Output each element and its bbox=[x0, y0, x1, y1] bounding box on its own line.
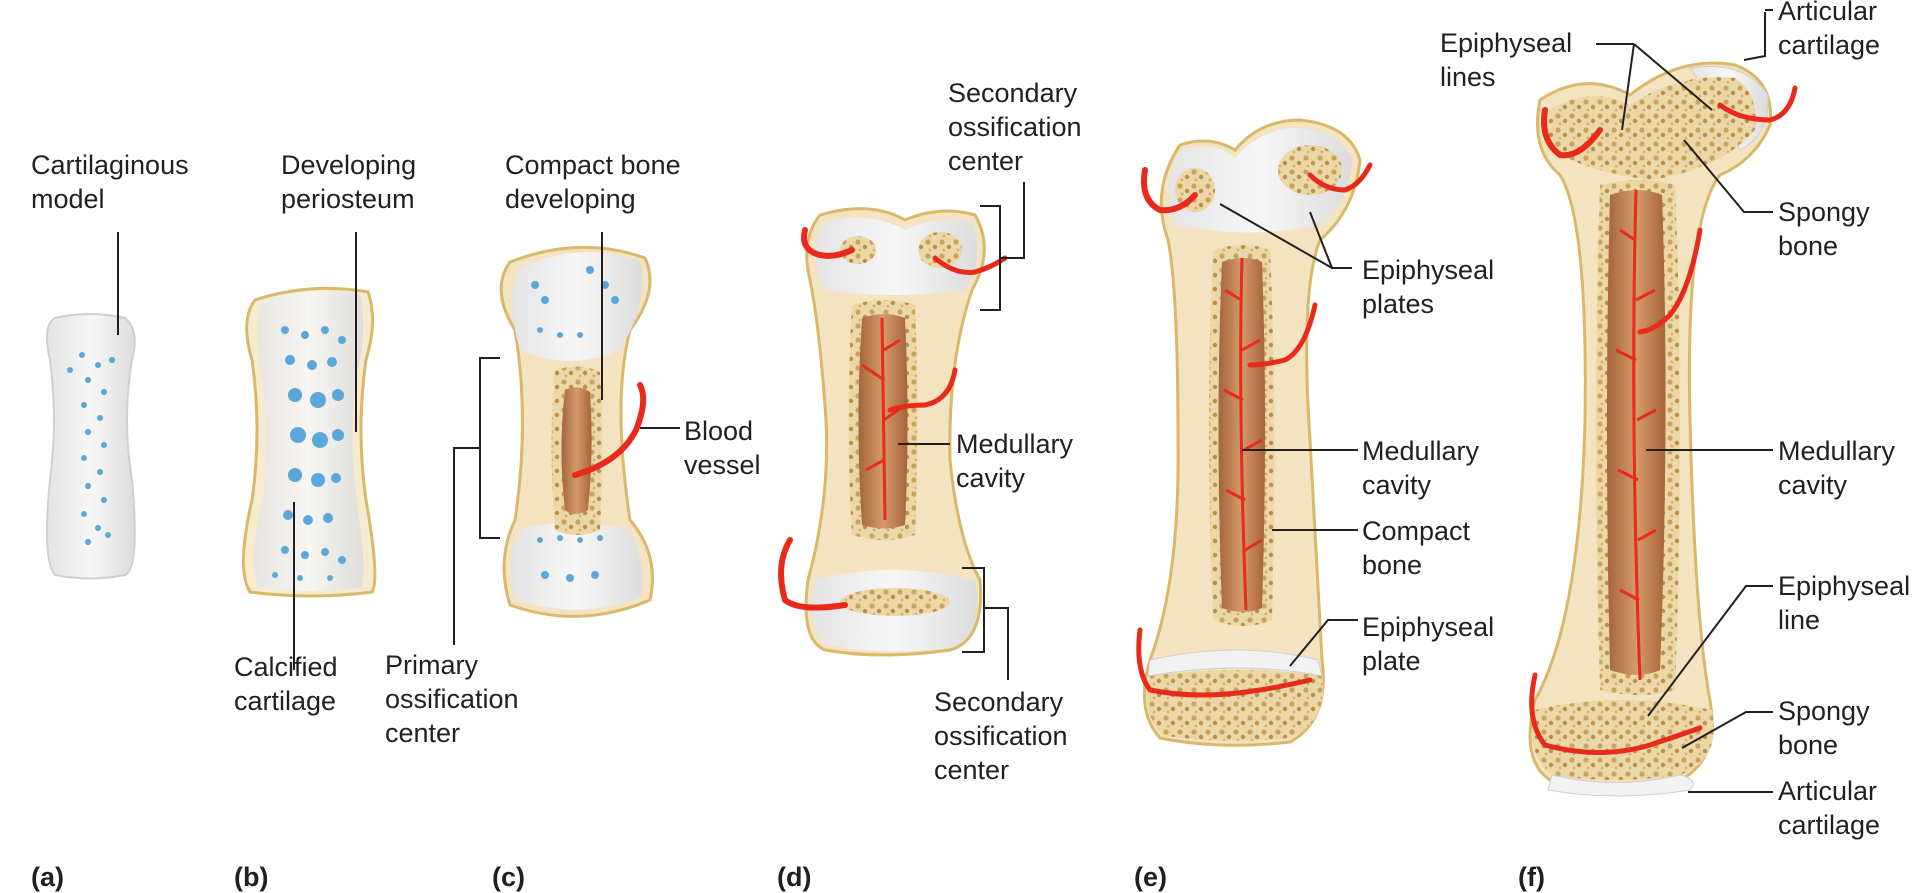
label-spongy-bone-bottom: Spongy bone bbox=[1778, 696, 1870, 760]
label-secondary-ossification-center-bottom: Secondary ossification center bbox=[934, 687, 1068, 785]
primary-ossification-shape bbox=[499, 246, 654, 618]
leader-lines bbox=[117, 9, 1773, 793]
label-spongy-bone-top: Spongy bone bbox=[1778, 197, 1870, 261]
label-secondary-ossification-center-top: Secondary ossification center bbox=[948, 78, 1082, 176]
adult-bone-shape bbox=[1528, 61, 1798, 797]
label-developing-periosteum: Developing periosteum bbox=[281, 150, 417, 214]
panel-tag-b: (b) bbox=[234, 862, 269, 892]
label-blood-vessel: Blood vessel bbox=[684, 416, 761, 480]
label-epiphyseal-lines: Epiphyseal lines bbox=[1440, 28, 1573, 92]
label-compact-bone-developing: Compact bone developing bbox=[505, 150, 681, 214]
label-medullary-cavity-d: Medullary cavity bbox=[956, 429, 1074, 493]
label-epiphyseal-plate: Epiphyseal plate bbox=[1362, 612, 1495, 676]
label-articular-cartilage-bottom: Articular cartilage bbox=[1778, 776, 1881, 840]
label-epiphyseal-plates: Epiphyseal plates bbox=[1362, 255, 1495, 319]
label-primary-ossification-center: Primary ossification center bbox=[385, 650, 519, 748]
panel-tag-f: (f) bbox=[1518, 862, 1545, 892]
epiphyseal-plate-bone-shape bbox=[1136, 118, 1373, 747]
cartilaginous-model-shape bbox=[45, 313, 136, 580]
panel-tag-a: (a) bbox=[31, 862, 64, 892]
label-medullary-cavity-f: Medullary cavity bbox=[1778, 436, 1896, 500]
panel-tag-c: (c) bbox=[492, 862, 525, 892]
panel-tag-e: (e) bbox=[1134, 862, 1167, 892]
developing-periosteum-shape bbox=[242, 286, 377, 598]
panel-tag-d: (d) bbox=[777, 862, 812, 892]
label-compact-bone: Compact bone bbox=[1362, 516, 1471, 580]
label-calcified-cartilage: Calcified cartilage bbox=[234, 652, 338, 716]
secondary-ossification-shape bbox=[778, 207, 1008, 657]
label-articular-cartilage-top: Articular cartilage bbox=[1778, 0, 1881, 60]
label-epiphyseal-line: Epiphyseal line bbox=[1778, 571, 1911, 635]
label-cartilaginous-model: Cartilaginous model bbox=[31, 150, 189, 214]
label-medullary-cavity-e: Medullary cavity bbox=[1362, 436, 1480, 500]
